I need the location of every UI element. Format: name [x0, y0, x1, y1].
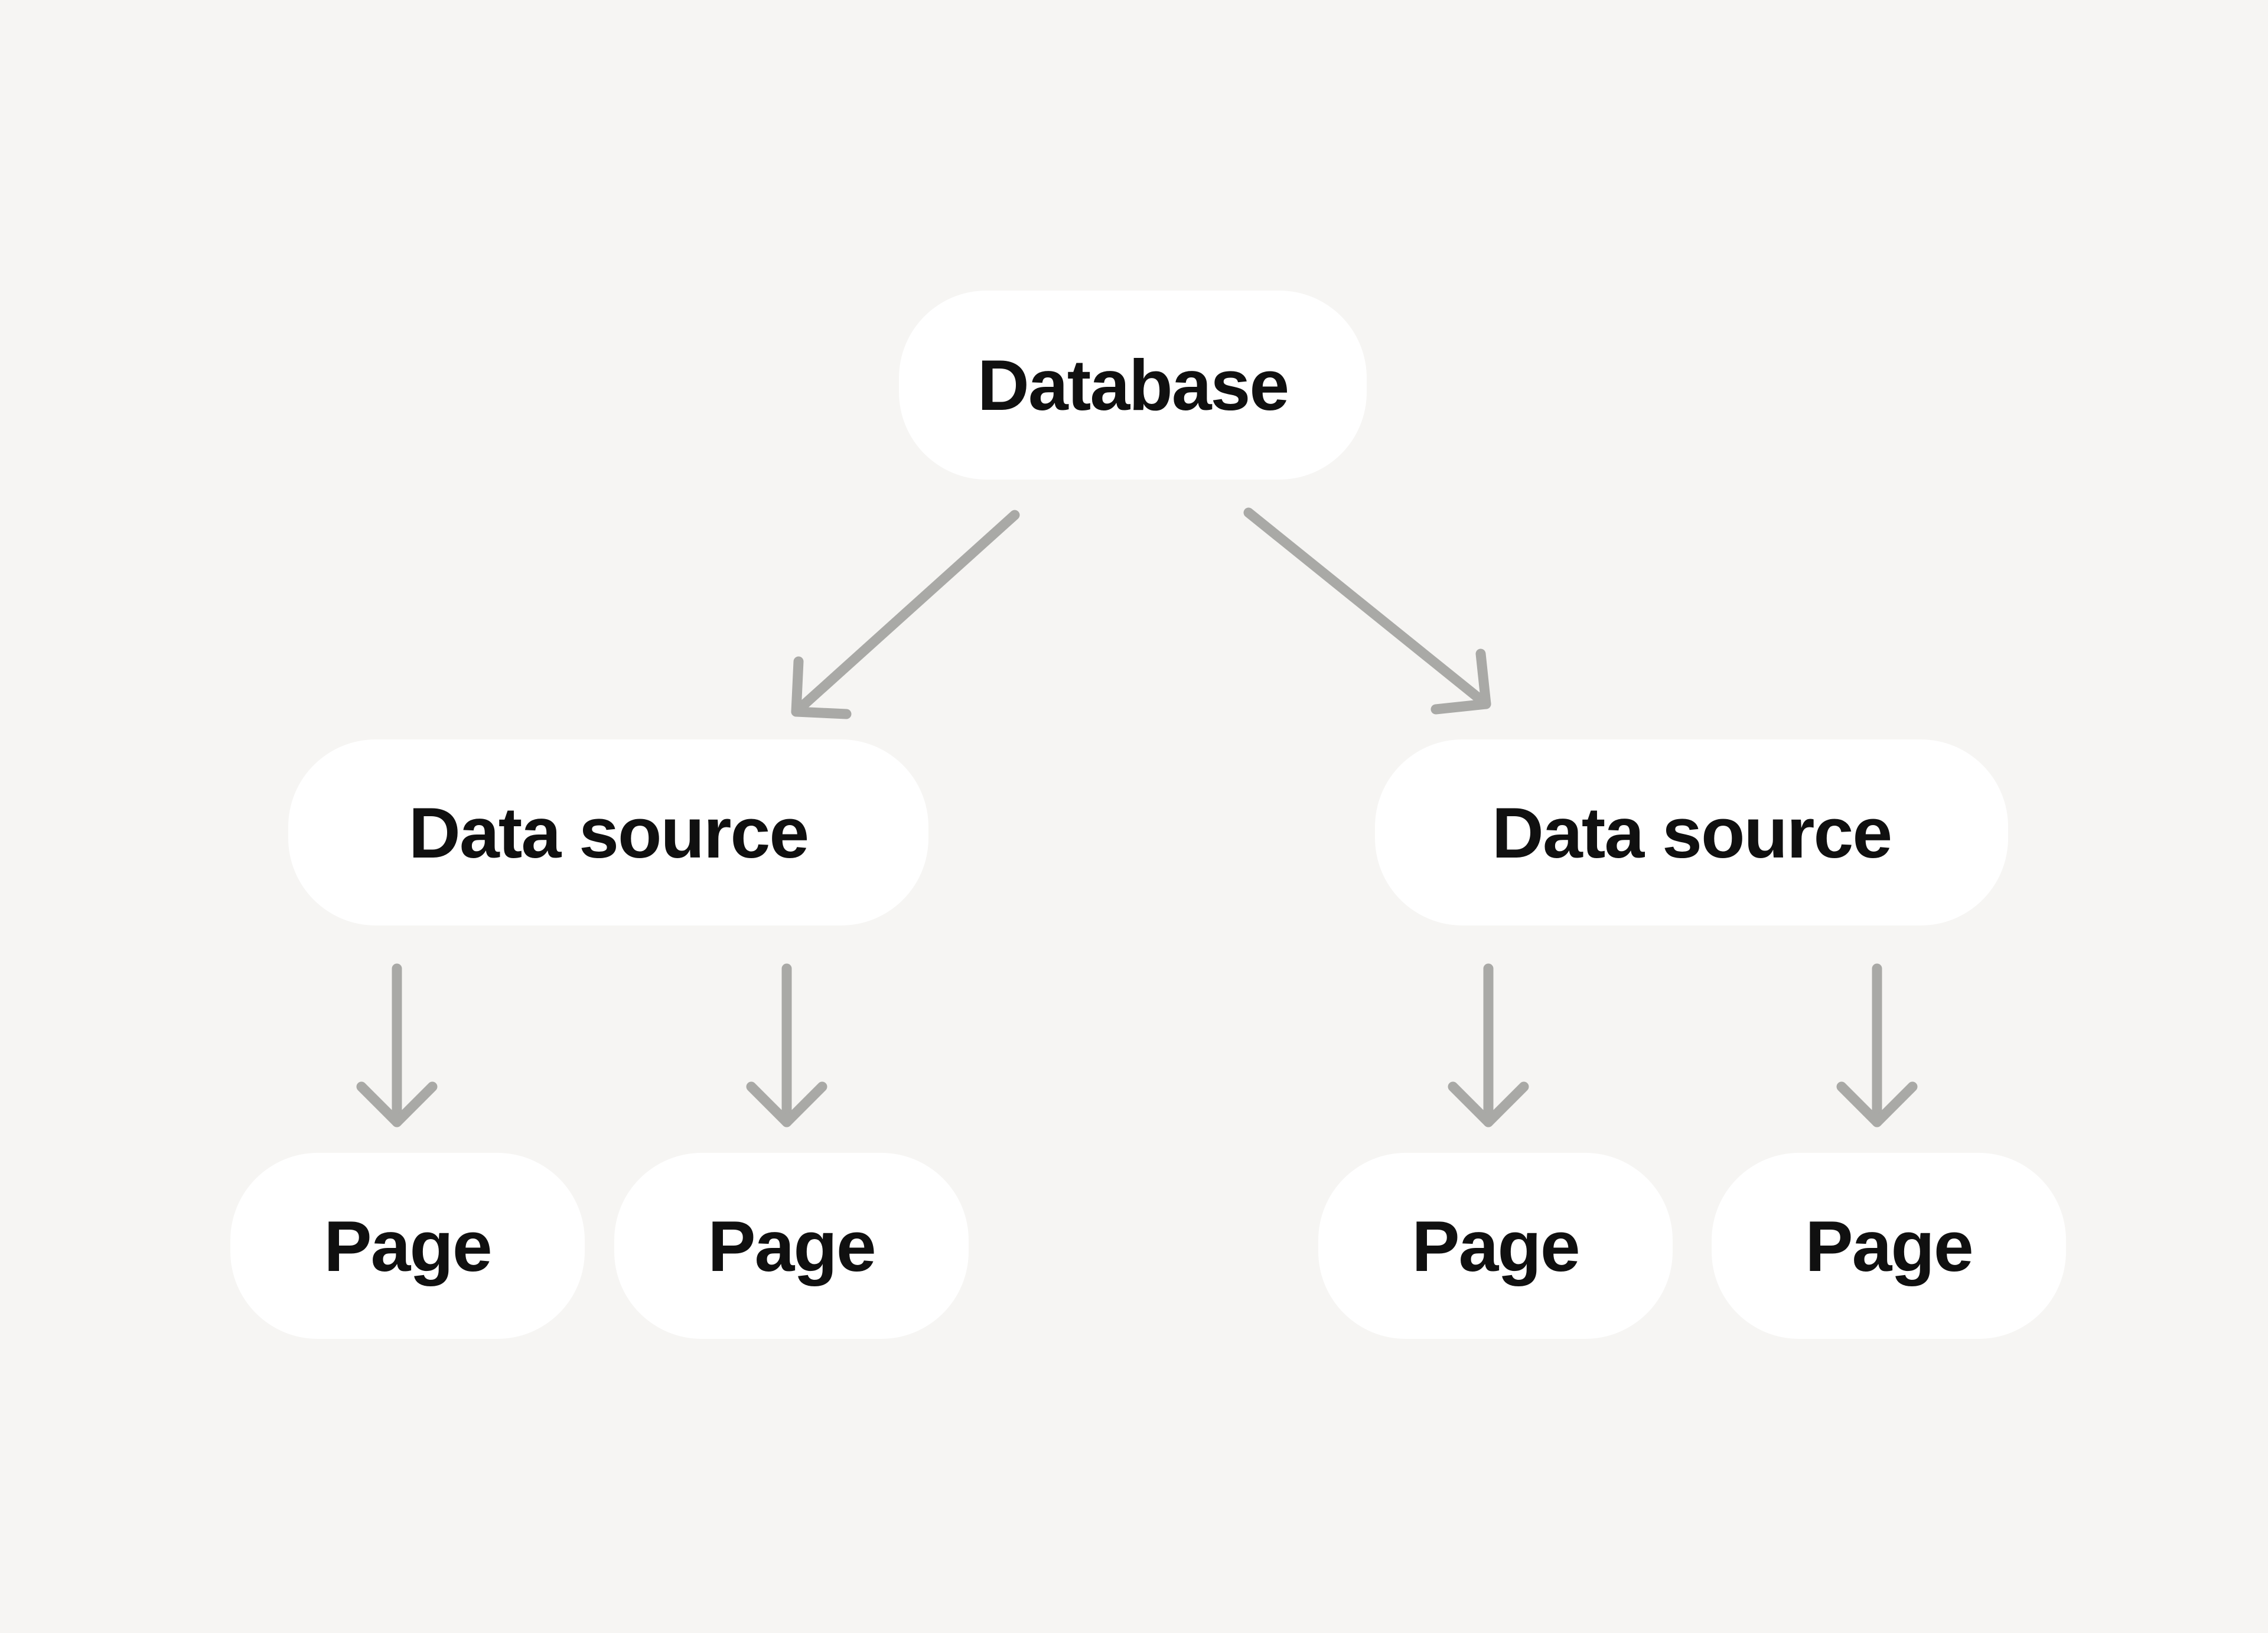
node-database: Database	[899, 291, 1367, 480]
arrow-data-source-right-to-page-3	[1448, 963, 1529, 1127]
node-data-source-right: Data source	[1375, 739, 2008, 925]
node-page-1: Page	[230, 1153, 585, 1339]
arrow-data-source-left-to-page-2	[746, 963, 827, 1127]
node-page-1-label: Page	[324, 1205, 493, 1286]
arrow-database-to-data-source-right	[1243, 507, 1491, 715]
node-page-4-label: Page	[1805, 1205, 1974, 1286]
node-page-2-label: Page	[708, 1205, 876, 1286]
arrow-data-source-left-to-page-1	[356, 963, 438, 1127]
arrow-group	[356, 507, 1918, 1127]
node-page-2: Page	[614, 1153, 969, 1339]
node-data-source-left-label: Data source	[408, 792, 809, 873]
node-data-source-left: Data source	[288, 739, 928, 925]
node-page-3: Page	[1318, 1153, 1673, 1339]
node-page-4: Page	[1712, 1153, 2066, 1339]
arrow-database-to-data-source-left	[791, 510, 1020, 719]
arrow-data-source-right-to-page-4	[1836, 963, 1918, 1127]
node-page-3-label: Page	[1412, 1205, 1581, 1286]
node-data-source-right-label: Data source	[1491, 792, 1892, 873]
node-database-label: Database	[977, 345, 1290, 425]
